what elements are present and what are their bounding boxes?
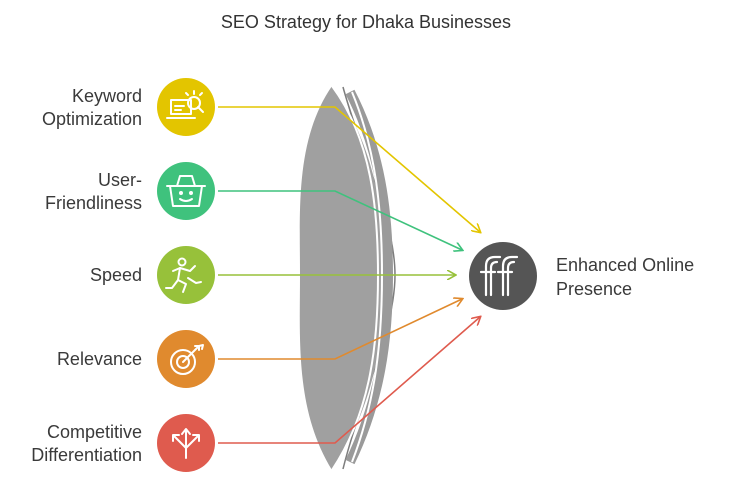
label-line: Enhanced Online [556, 255, 695, 275]
label-line: Friendliness [44, 193, 142, 213]
input-label-competitive: Competitive Differentiation [31, 421, 142, 467]
input-label-keyword: Keyword Optimization [42, 85, 142, 131]
target-arrow-icon [170, 344, 204, 375]
ff-logo-icon [479, 255, 519, 297]
input-node-relevance [157, 330, 215, 388]
connector-competitive [218, 317, 480, 444]
input-label-speed: Speed [90, 264, 142, 287]
output-node [469, 242, 537, 310]
connector-relevance [218, 299, 462, 360]
label-line: User- [98, 170, 142, 190]
laptop-search-icon [166, 90, 204, 119]
running-person-icon [165, 257, 202, 293]
diagram-title: SEO Strategy for Dhaka Businesses [220, 12, 512, 32]
lens [299, 85, 396, 471]
label-line: Speed [89, 265, 142, 285]
input-label-relevance: Relevance [57, 348, 142, 371]
smiling-basket-icon [166, 175, 206, 207]
connector-keyword [218, 106, 480, 232]
label-line: Relevance [56, 349, 142, 369]
input-node-competitive [157, 414, 215, 472]
input-node-speed [157, 246, 215, 304]
label-line: Presence [556, 279, 633, 299]
output-label: Enhanced Online Presence [556, 253, 694, 301]
label-line: Competitive [46, 422, 142, 442]
label-line: Differentiation [31, 445, 142, 465]
connector-user [218, 190, 462, 250]
input-label-user: User- Friendliness [45, 169, 142, 215]
input-node-keyword [157, 78, 215, 136]
diverging-arrows-icon [172, 428, 200, 459]
input-node-user [157, 162, 215, 220]
label-line: Optimization [41, 109, 142, 129]
label-line: Keyword [71, 86, 142, 106]
